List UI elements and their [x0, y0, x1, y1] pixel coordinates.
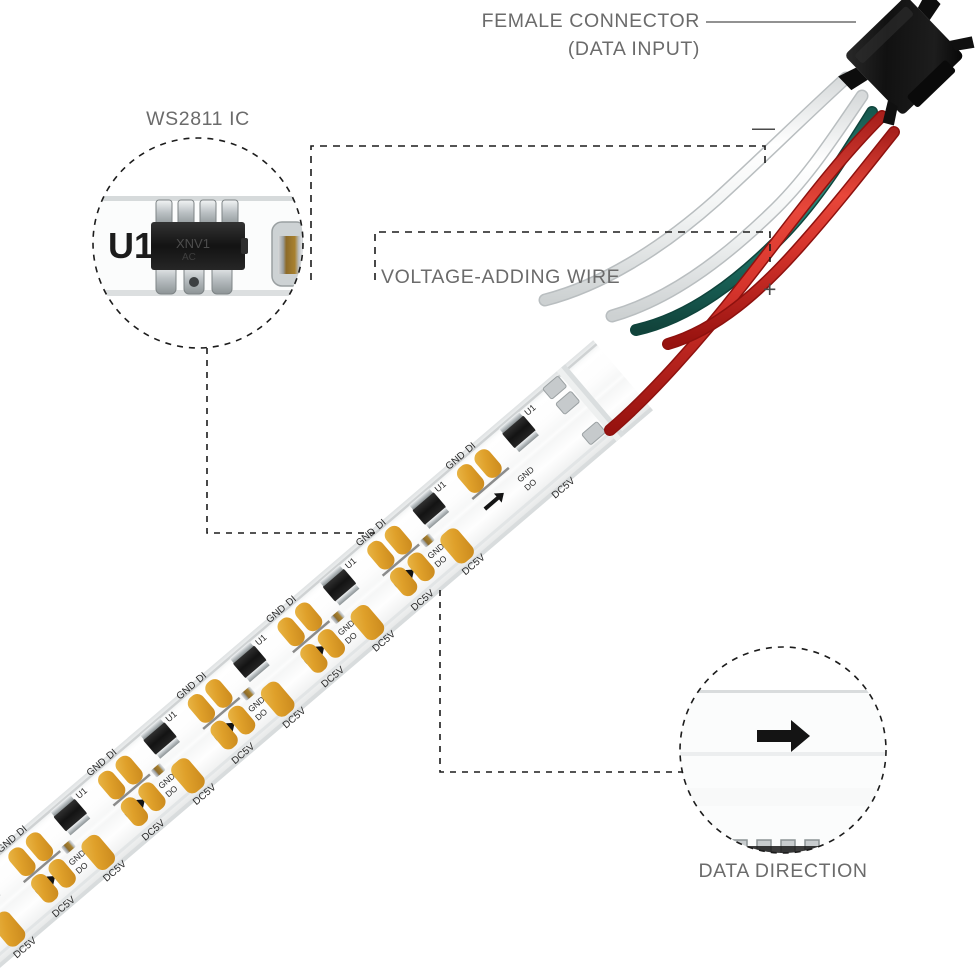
svg-text:U1: U1	[108, 225, 154, 266]
callout-data-direction[interactable]	[679, 640, 887, 862]
ws2811-ic-label: WS2811 IC	[146, 108, 250, 130]
strip-end	[542, 364, 625, 445]
polarity-positive-sign: +	[763, 276, 777, 302]
leader-line-voltage-negative	[310, 145, 766, 280]
callout-circle-outline	[679, 646, 887, 854]
led-strip: GND DI DC5V U1 GND DO DC5V	[0, 340, 653, 976]
female-connector	[838, 0, 975, 126]
callout-ws2811-ic[interactable]: U1 XNV1 AC	[92, 137, 309, 356]
svg-text:AC: AC	[182, 252, 196, 263]
voltage-adding-wire-label: VOLTAGE-ADDING WIRE	[381, 266, 621, 288]
svg-text:XNV1: XNV1	[176, 236, 210, 251]
female-connector-label-line2: (DATA INPUT)	[567, 38, 700, 60]
female-connector-label-line1: FEMALE CONNECTOR	[481, 10, 700, 32]
leader-line-data-direction	[439, 590, 682, 773]
data-direction-label: DATA DIRECTION	[698, 860, 868, 882]
wire-bundle	[538, 71, 900, 436]
callout-circle-outline	[92, 137, 304, 349]
leader-line-ws2811	[206, 348, 375, 534]
leader-line-voltage-positive	[374, 231, 771, 280]
polarity-negative-sign: —	[752, 114, 775, 140]
